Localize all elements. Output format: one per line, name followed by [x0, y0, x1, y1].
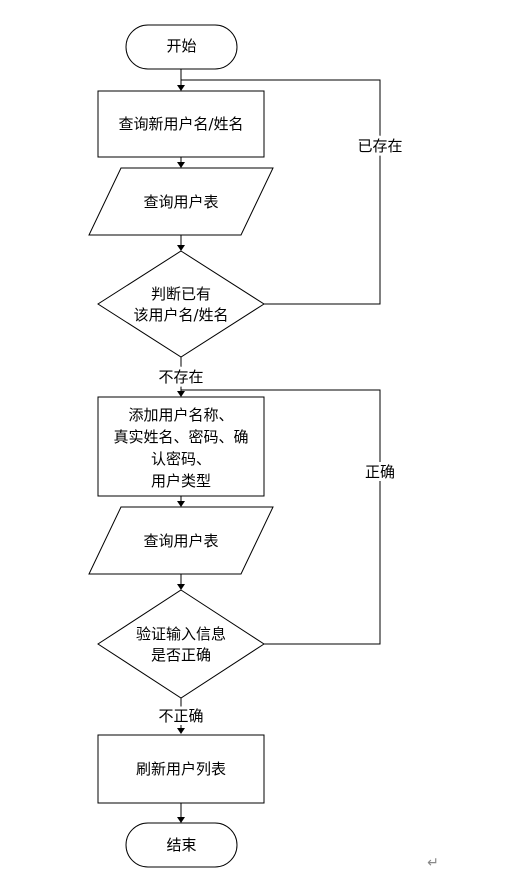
add-user-line-4: 用户类型	[151, 472, 211, 490]
start-label: 开始	[166, 37, 196, 55]
verify-line-2: 是否正确	[151, 646, 211, 664]
edge-label-incorrect: 不正确	[158, 707, 203, 725]
add-user-line-1: 添加用户名称、	[128, 406, 233, 424]
verify-decision: 验证输入信息 是否正确	[97, 589, 265, 699]
decide-exists-line-2: 该用户名/姓名	[133, 306, 228, 324]
edge-label-exists: 已存在	[357, 137, 402, 155]
edge-label-correct: 正确	[365, 463, 395, 481]
refresh-process: 刷新用户列表	[97, 734, 265, 804]
end-label: 结束	[166, 836, 196, 854]
paragraph-mark: ↵	[427, 855, 439, 871]
query-table-2-label: 查询用户表	[143, 532, 218, 550]
edge-label-not-exists: 不存在	[158, 368, 203, 386]
refresh-label: 刷新用户列表	[136, 760, 226, 778]
decide-exists-line-1: 判断已有	[151, 285, 211, 303]
decide-exists-decision: 判断已有 该用户名/姓名	[97, 250, 265, 358]
query-name-label: 查询新用户名/姓名	[118, 115, 243, 133]
query-table-2-data: 查询用户表	[88, 506, 274, 575]
start-node: 开始	[125, 24, 238, 70]
query-table-1-label: 查询用户表	[143, 193, 218, 211]
add-user-process: 添加用户名称、 真实姓名、密码、确 认密码、 用户类型	[97, 396, 265, 497]
end-node: 结束	[125, 822, 238, 868]
add-user-line-2: 真实姓名、密码、确	[113, 428, 248, 446]
add-user-line-3: 认密码、	[151, 450, 211, 468]
verify-line-1: 验证输入信息	[136, 625, 226, 643]
query-name-process: 查询新用户名/姓名	[97, 90, 265, 158]
query-table-1-data: 查询用户表	[88, 167, 274, 236]
